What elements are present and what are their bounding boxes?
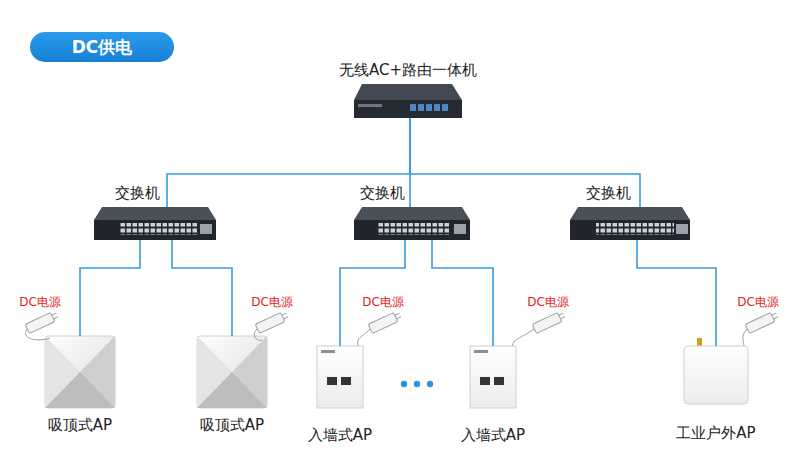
network-link [410, 118, 640, 207]
device-label: 工业户外AP [676, 424, 755, 442]
device-label: 吸顶式AP [48, 416, 112, 434]
power-label: DC电源 [250, 295, 294, 309]
wall-ap: 入墙式AP [470, 346, 516, 408]
title-pill: DC供电 [30, 32, 174, 62]
device-label: 交换机 [115, 184, 160, 202]
power-label: DC电源 [526, 295, 570, 309]
router-device: 无线AC+路由一体机 [354, 84, 462, 118]
network-link [340, 240, 405, 346]
network-link [167, 118, 410, 207]
network-link [432, 240, 493, 346]
wall-ap: 入墙式AP [317, 346, 363, 408]
device-label: 交换机 [586, 184, 631, 202]
outdoor-ap: 工业户外AP [684, 346, 748, 404]
network-link [637, 240, 716, 346]
device-label: 入墙式AP [308, 426, 372, 444]
power-label: DC电源 [361, 295, 405, 309]
ceiling-ap: 吸顶式AP [197, 336, 267, 408]
network-link [172, 240, 232, 336]
switch-device: 交换机 [570, 207, 690, 240]
device-label: 入墙式AP [461, 426, 525, 444]
device-label: 无线AC+路由一体机 [339, 61, 477, 79]
device-label: 吸顶式AP [200, 416, 264, 434]
switch-device: 交换机 [354, 207, 470, 240]
device-label: 交换机 [360, 184, 405, 202]
ceiling-ap: 吸顶式AP [45, 336, 115, 408]
switch-device: 交换机 [94, 207, 216, 240]
network-link [80, 240, 140, 336]
power-label: DC电源 [736, 295, 780, 309]
power-label: DC电源 [18, 295, 62, 309]
